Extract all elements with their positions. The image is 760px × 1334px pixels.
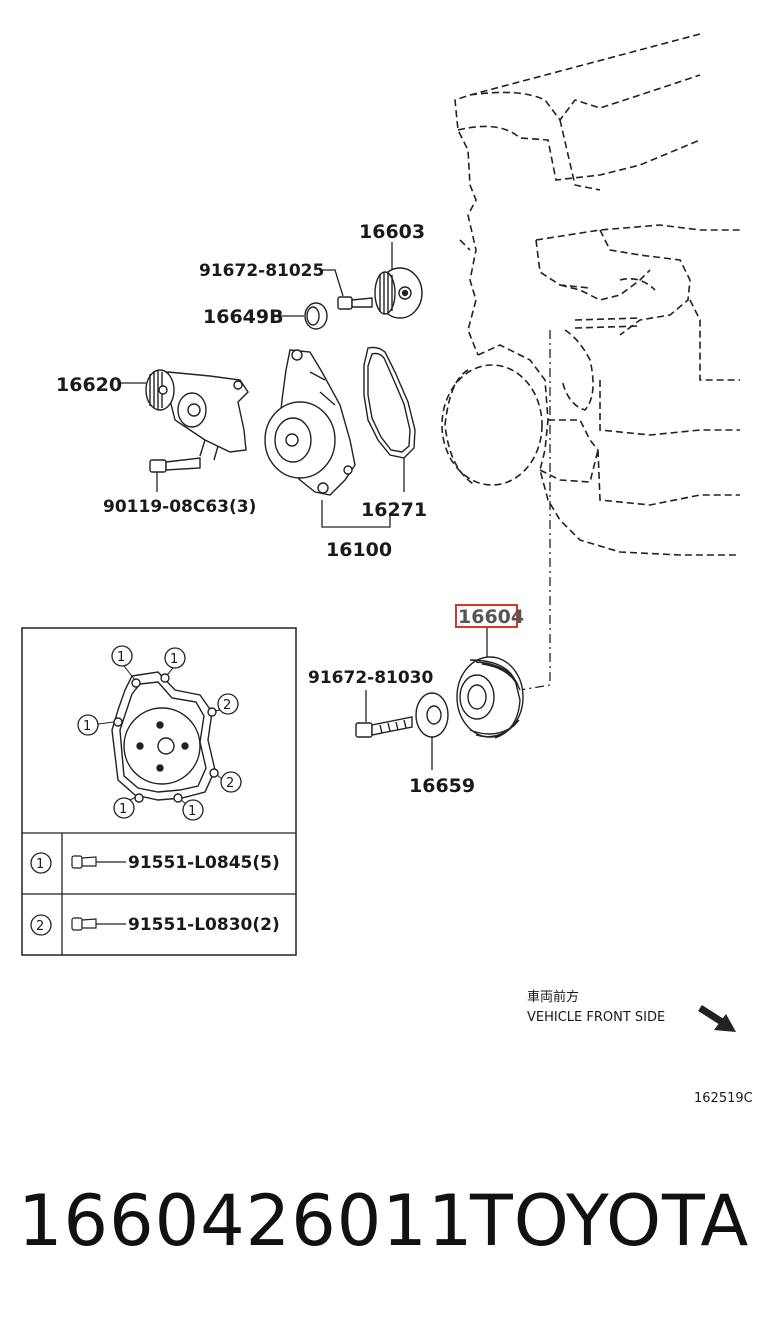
gasket-16271	[363, 346, 416, 459]
tensioner-16620	[145, 369, 249, 461]
leader-16100	[321, 500, 391, 528]
washer-16659	[415, 692, 449, 738]
engine-block-outline	[454, 33, 740, 556]
inset-marker-lines	[97, 665, 223, 805]
marker-1-e: 1	[188, 804, 196, 819]
footer-part-number: 1660426011	[18, 1180, 474, 1262]
bolt-91672-81030	[355, 716, 413, 738]
marker-1-c: 1	[83, 719, 91, 734]
label-16271: 16271	[361, 499, 427, 521]
label-91672-81025: 91672-81025	[199, 261, 324, 281]
bolt-91672-81025	[337, 296, 373, 310]
label-90119-08C63: 90119-08C63(3)	[103, 497, 256, 517]
direction-note-jp: 車両前方	[527, 989, 579, 1005]
marker-1-b: 1	[170, 652, 178, 667]
row-2-bolt-icon	[71, 917, 126, 931]
exploded-view-svg: 16603 91672-81025 16649B 16620 90119-08C…	[21, 33, 753, 1106]
label-16603: 16603	[359, 221, 425, 243]
row-2-marker: 2	[36, 919, 44, 934]
row-2-part: 91551-L0830(2)	[128, 915, 280, 935]
bolt-location-inset: 1 1 2 1 2 1 1 1 2 91551-L0845(5) 91551-L…	[21, 627, 297, 956]
water-pump-16100	[264, 349, 356, 496]
bolt-90119-08C63	[149, 457, 201, 473]
label-16604: 16604	[458, 606, 524, 628]
label-16649B: 16649B	[203, 306, 284, 328]
marker-2-b: 2	[226, 776, 234, 791]
label-16659: 16659	[409, 775, 475, 797]
footer: 1660426011 TOYOTA	[0, 1180, 760, 1300]
marker-1-d: 1	[119, 802, 127, 817]
cap-16649B	[304, 302, 328, 330]
pulley-16604	[456, 656, 524, 739]
label-16100: 16100	[326, 539, 392, 561]
row-1-part: 91551-L0845(5)	[128, 853, 280, 873]
marker-1-a: 1	[117, 650, 125, 665]
leader-91672-81025	[320, 269, 344, 297]
footer-brand: TOYOTA	[470, 1180, 750, 1262]
inset-pump-flange	[111, 671, 219, 803]
front-direction-arrow-icon	[698, 1005, 736, 1032]
idler-pulley-16603	[374, 267, 423, 319]
highlight-box-16604	[455, 604, 518, 628]
row-1-marker: 1	[36, 857, 44, 872]
inset-marker-circles	[30, 645, 242, 936]
label-16620: 16620	[56, 374, 122, 396]
engine-crank-pulley-outline	[441, 364, 543, 486]
row-1-bolt-icon	[71, 855, 126, 869]
label-91672-81030: 91672-81030	[308, 668, 434, 688]
direction-note-en: VEHICLE FRONT SIDE	[527, 1010, 665, 1025]
marker-2-a: 2	[223, 698, 231, 713]
alignment-line	[519, 330, 551, 691]
figure-reference: 162519C	[694, 1091, 753, 1106]
